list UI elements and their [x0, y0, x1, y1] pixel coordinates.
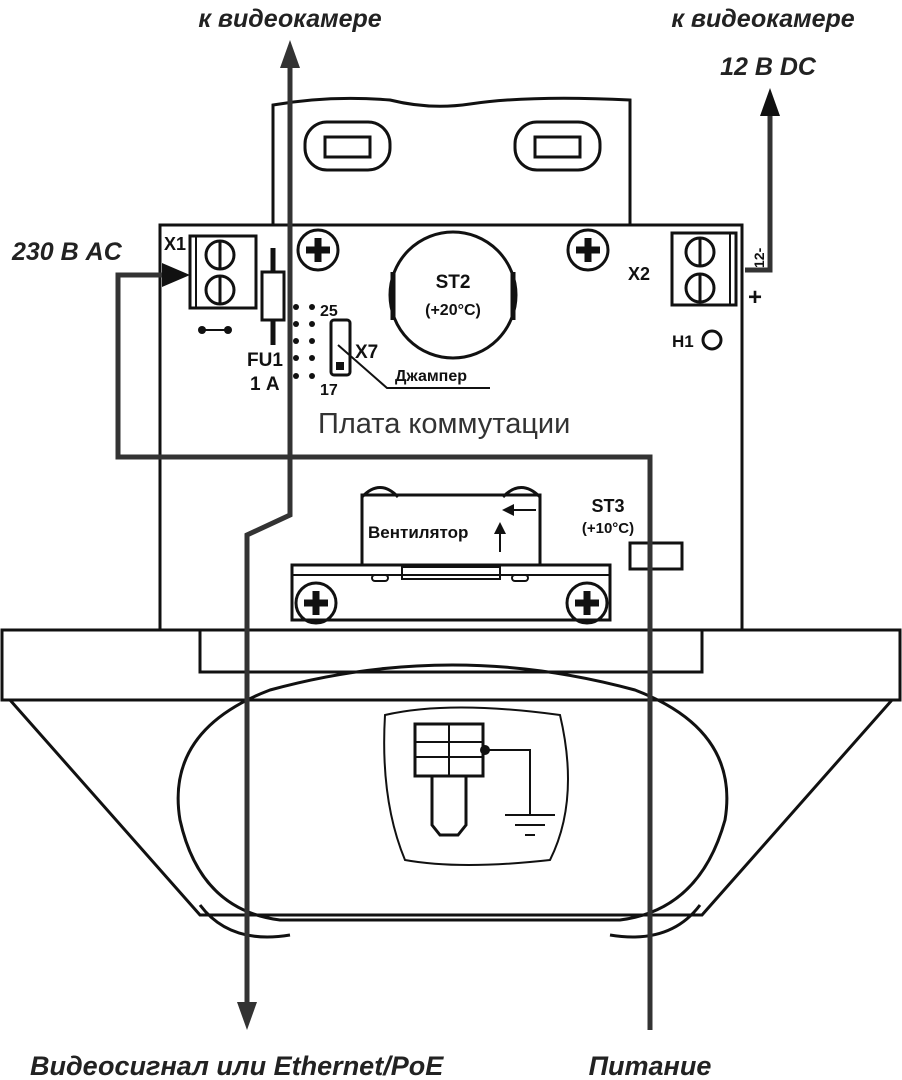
terminal-x2 — [670, 231, 738, 307]
dc-cable — [745, 88, 780, 273]
h1-label: H1 — [672, 332, 694, 351]
power-output-label: Питание — [589, 1051, 712, 1080]
housing — [0, 628, 902, 939]
mounting-bracket — [271, 96, 632, 225]
fan-label: Вентилятор — [368, 523, 468, 542]
screw-icon — [294, 228, 610, 625]
ac-input-label: 230 В AC — [11, 238, 123, 266]
x2-label: X2 — [628, 264, 650, 284]
st3-label: ST3 — [591, 496, 624, 516]
video-cable — [237, 40, 300, 1030]
jumper-x7 — [329, 318, 490, 389]
st3-temp: (+10°C) — [582, 520, 634, 537]
led-h1 — [701, 329, 723, 351]
st2-temp: (+20°C) — [425, 302, 481, 319]
st2-label: ST2 — [436, 272, 471, 293]
x2-plus-label: + — [748, 284, 762, 311]
fuse-rating: 1 А — [250, 374, 280, 395]
fuse-fu1 — [260, 248, 286, 345]
x7-label: X7 — [355, 342, 378, 363]
to-camera-label-right: к видеокамере — [671, 5, 854, 33]
pin-17-label: 17 — [320, 382, 338, 399]
video-output-label: Видеосигнал или Ethernet/PoE — [30, 1051, 444, 1080]
fan — [290, 486, 612, 622]
terminal-x1 — [188, 234, 258, 334]
x1-label: X1 — [164, 234, 186, 254]
dc-voltage-label: 12 В DC — [720, 53, 817, 81]
fu1-label: FU1 — [247, 350, 283, 371]
jumper-pins — [293, 304, 315, 379]
power-cable — [115, 263, 653, 1030]
to-camera-label: к видеокамере — [198, 5, 381, 33]
thermostat-st2 — [388, 230, 518, 360]
thermostat-st3 — [628, 541, 684, 571]
board-title: Плата коммутации — [318, 408, 570, 440]
x2-minus-label: 12- — [751, 247, 767, 268]
pin-25-label: 25 — [320, 303, 338, 320]
jumper-label: Джампер — [395, 368, 467, 385]
